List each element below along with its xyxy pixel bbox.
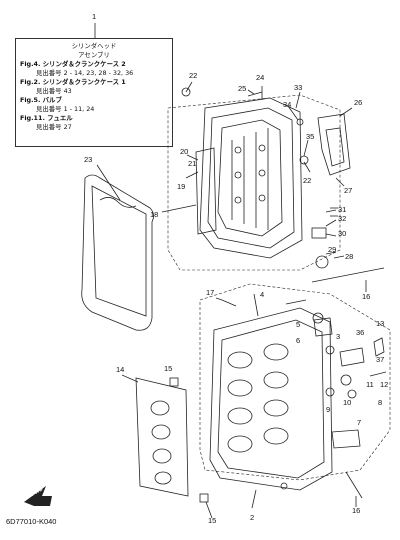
callout-15a: 15: [164, 364, 173, 373]
callout-20: 20: [180, 147, 189, 156]
callout-15b: 15: [208, 516, 217, 525]
info-box-subtitle: アセンブリ: [78, 51, 110, 59]
callout-33: 33: [294, 83, 303, 92]
info-ref-fig2-items: 見出番号 43: [36, 87, 72, 95]
callout-18: 18: [150, 210, 159, 219]
callout-37: 37: [376, 355, 385, 364]
assembly-info-box: シリンダヘッド アセンブリ Fig.4. シリンダ＆クランクケース 2 見出番号…: [15, 38, 173, 147]
callout-13: 13: [376, 319, 385, 328]
callout-12: 12: [380, 380, 389, 389]
callout-16a: 16: [362, 292, 371, 301]
info-ref-fig5: Fig.5. バルブ: [20, 96, 62, 104]
info-ref-fig4: Fig.4. シリンダ＆クランクケース 2: [20, 60, 126, 68]
info-box-title: シリンダヘッド: [71, 42, 117, 50]
callout-7: 7: [357, 418, 362, 427]
info-ref-fig5-items: 見出番号 1 - 11, 24: [36, 105, 95, 113]
callout-8: 8: [378, 398, 383, 407]
callout-22b: 22: [303, 176, 312, 185]
callout-14: 14: [116, 365, 125, 374]
callout-24: 24: [256, 73, 265, 82]
callout-22a: 22: [189, 71, 198, 80]
callout-36: 36: [356, 328, 365, 337]
info-ref-fig11-items: 見出番号 27: [36, 123, 72, 131]
callout-17: 17: [206, 288, 215, 297]
callout-28: 28: [345, 252, 354, 261]
callout-32: 32: [338, 214, 347, 223]
callout-11: 11: [366, 380, 374, 389]
callout-27: 27: [344, 186, 353, 195]
fwd-arrow-icon: [24, 486, 52, 506]
callout-5: 5: [296, 320, 301, 329]
callout-34: 34: [283, 100, 292, 109]
callout-10: 10: [343, 398, 352, 407]
callout-23: 23: [84, 155, 93, 164]
callout-26: 26: [354, 98, 363, 107]
callout-19: 19: [177, 182, 186, 191]
callout-index-1: 1: [92, 12, 97, 21]
callout-29: 29: [328, 245, 337, 254]
callout-35: 35: [306, 132, 315, 141]
callout-2: 2: [250, 513, 255, 522]
callout-16b: 16: [352, 506, 361, 515]
callout-21: 21: [188, 159, 197, 168]
callout-9: 9: [326, 405, 331, 414]
callout-6: 6: [296, 336, 301, 345]
callout-3: 3: [336, 332, 341, 341]
diagram-part-code: 6D77010-K040: [6, 517, 57, 526]
info-ref-fig4-items: 見出番号 2 - 14, 23, 28 - 32, 36: [36, 69, 134, 77]
callout-30: 30: [338, 229, 347, 238]
callout-4a: 4: [260, 290, 265, 299]
callout-31: 31: [338, 205, 347, 214]
info-ref-fig11: Fig.11. フュエル: [20, 114, 73, 122]
info-ref-fig2: Fig.2. シリンダ＆クランクケース 1: [20, 78, 126, 86]
callout-25: 25: [238, 84, 247, 93]
